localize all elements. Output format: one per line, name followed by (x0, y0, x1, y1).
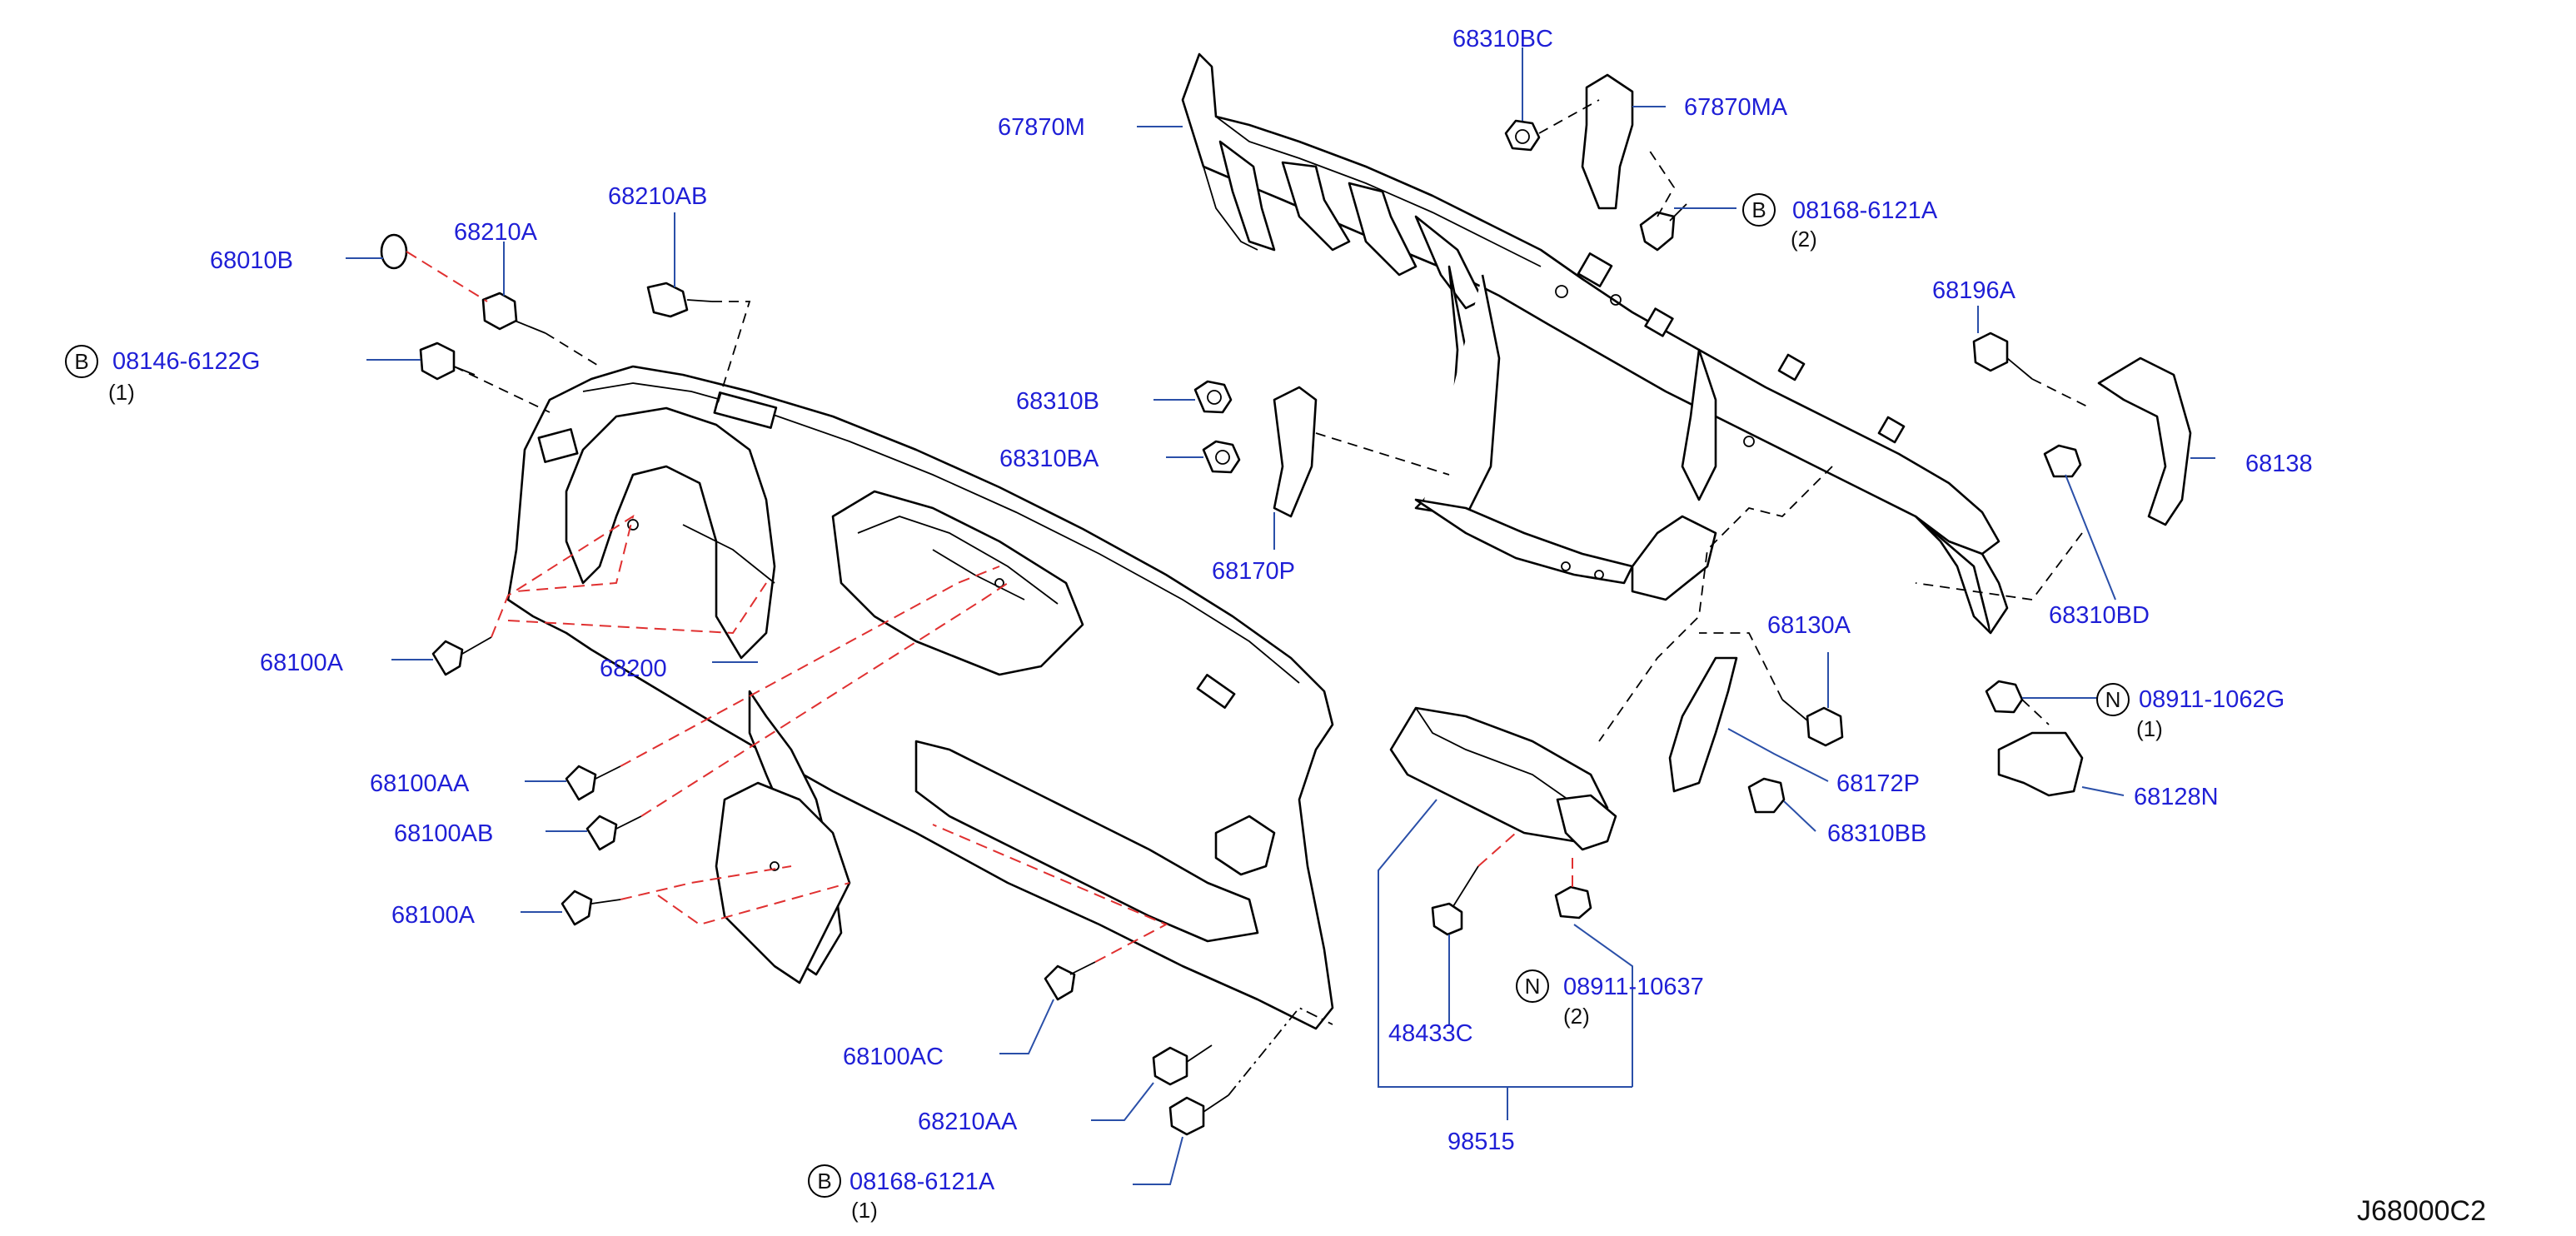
label-68200: 68200 (600, 655, 667, 682)
label-68196A: 68196A (1932, 277, 2016, 304)
qty-08146-6122G: (1) (108, 380, 135, 405)
bolt-marker-left: B (65, 345, 98, 378)
label-68010B: 68010B (210, 247, 293, 274)
label-68100A-top: 68100A (260, 650, 344, 676)
label-08146-6122G: 08146-6122G (112, 348, 260, 375)
diagram-reference-code: J68000C2 (2357, 1195, 2486, 1227)
label-68128N: 68128N (2134, 784, 2219, 810)
qty-08911-1062G: (1) (2136, 716, 2163, 741)
label-68100AC: 68100AC (843, 1044, 944, 1070)
label-68310BC: 68310BC (1452, 26, 1553, 52)
label-08168-6121A-bot: 08168-6121A (850, 1169, 995, 1195)
steering-member-drawing (1181, 52, 2009, 635)
label-68310BB: 68310BB (1827, 820, 1926, 847)
nut-marker-right: N (2096, 683, 2130, 716)
black-dashed-lines (453, 99, 2091, 1096)
label-68310B: 68310B (1016, 388, 1099, 415)
label-68130A: 68130A (1767, 612, 1851, 639)
label-68210AA: 68210AA (918, 1109, 1018, 1135)
bolt-marker-bottom: B (808, 1164, 841, 1198)
part-labels: 67870M 68310BC 67870MA 08168-6121A (2) 6… (108, 26, 2313, 1223)
label-68100AB: 68100AB (394, 820, 493, 847)
red-dashed-lines (406, 251, 1573, 963)
label-68210AB: 68210AB (608, 183, 707, 210)
label-08168-6121A-top: 08168-6121A (1792, 197, 1938, 224)
nut-marker-airbag: N (1516, 969, 1549, 1003)
bolt-marker-top: B (1742, 193, 1776, 227)
label-98515: 98515 (1447, 1129, 1515, 1155)
label-08911-10637: 08911-10637 (1563, 974, 1704, 1000)
label-48433C: 48433C (1388, 1020, 1473, 1047)
svg-text:N: N (2105, 687, 2121, 712)
label-68310BD: 68310BD (2049, 602, 2150, 629)
label-68100AA: 68100AA (370, 770, 470, 797)
label-68310BA: 68310BA (999, 446, 1099, 472)
svg-text:N: N (1525, 974, 1541, 999)
leader-lines (346, 47, 2215, 1185)
label-67870M: 67870M (998, 114, 1085, 141)
label-68138: 68138 (2245, 451, 2313, 477)
label-08911-1062G: 08911-1062G (2139, 686, 2285, 713)
label-67870MA: 67870MA (1684, 94, 1788, 121)
fastener-drawings (380, 73, 2192, 1136)
svg-text:B: B (817, 1169, 831, 1194)
svg-text:B: B (74, 349, 88, 374)
qty-08911-10637: (2) (1563, 1004, 1590, 1029)
label-68172P: 68172P (1836, 770, 1920, 797)
label-68210A: 68210A (454, 219, 538, 246)
label-68170P: 68170P (1212, 558, 1295, 585)
qty-08168-6121A-top: (2) (1791, 227, 1817, 252)
airbag-module-drawing (1389, 706, 1617, 851)
svg-text:B: B (1751, 197, 1766, 222)
fastener-markers: B B N N B (65, 193, 2130, 1198)
instrument-panel-drawing (506, 365, 1334, 1030)
qty-08168-6121A-bot: (1) (851, 1198, 878, 1223)
label-68100A-low: 68100A (391, 902, 476, 929)
